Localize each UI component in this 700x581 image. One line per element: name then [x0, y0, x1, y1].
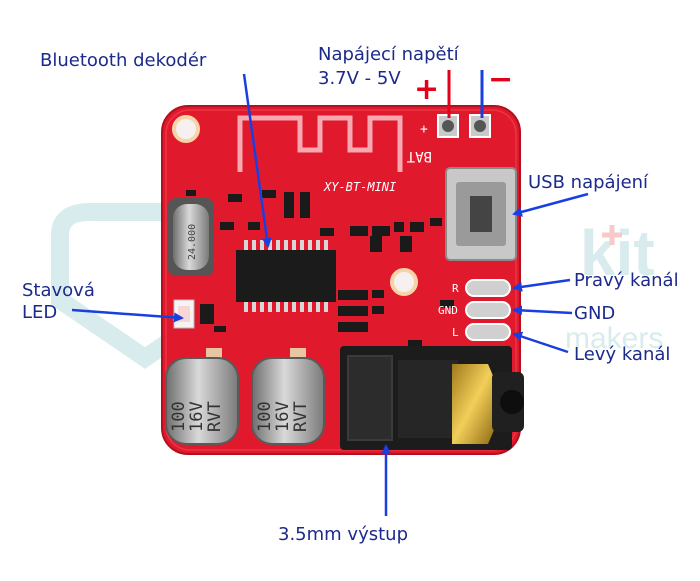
silk-bat-plus: +	[420, 122, 428, 137]
arrow-usb	[512, 192, 589, 217]
label-right-channel: Pravý kanál	[574, 270, 679, 291]
cap-2-line3: RVT	[291, 401, 311, 432]
arrow-status-led	[71, 308, 184, 323]
annotation-arrows	[71, 70, 589, 516]
cap-1-line3: RVT	[205, 401, 225, 432]
capacitor-1: 100 16V RVT	[165, 348, 239, 445]
label-gnd: GND	[574, 303, 616, 324]
cap-2-line1: 100	[255, 401, 275, 432]
mounting-hole	[390, 268, 418, 296]
cap-1-line1: 100	[169, 401, 189, 432]
plus-sign: +	[414, 72, 440, 107]
watermark-tagline: makers	[565, 322, 663, 355]
silk-pad-r: R	[452, 282, 459, 295]
arrow-bt-decoder	[242, 73, 272, 248]
watermark-brand: kit	[580, 217, 655, 289]
label-left-channel: Levý kanál	[574, 344, 671, 365]
arrow-right-channel	[512, 278, 571, 292]
pad-gnd	[465, 301, 511, 319]
minus-sign: −	[488, 62, 514, 97]
label-usb: USB napájení	[528, 172, 649, 193]
pad-left	[465, 323, 511, 341]
antenna-trace	[237, 115, 403, 172]
smd-components	[186, 190, 454, 350]
arrow-left-channel	[512, 331, 569, 354]
cap-2-line2: 16V	[273, 401, 293, 432]
label-status-led-line1: Stavová	[22, 280, 95, 301]
silk-pad-l: L	[452, 326, 459, 339]
label-supply-title: Napájecí napětí	[318, 44, 459, 65]
arrow-gnd	[512, 305, 573, 316]
capacitor-2: 100 16V RVT	[251, 348, 325, 445]
silk-bat: BAT	[406, 148, 432, 164]
audio-jack	[340, 346, 524, 450]
mounting-hole	[172, 115, 200, 143]
label-output: 3.5mm výstup	[278, 524, 408, 545]
decoder-chip	[236, 240, 336, 312]
pcb-board: + BAT XY-BT-MINI 24.000	[161, 105, 524, 455]
silk-model: XY-BT-MINI	[323, 180, 396, 194]
silk-pad-gnd: GND	[438, 304, 458, 317]
label-bt-decoder: Bluetooth dekodér	[40, 50, 207, 71]
crystal-label: 24.000	[187, 224, 198, 260]
label-supply-range: 3.7V - 5V	[318, 68, 401, 89]
pad-right	[465, 279, 511, 297]
cap-1-line2: 16V	[187, 401, 207, 432]
label-status-led-line2: LED	[22, 302, 58, 323]
usb-connector	[445, 167, 517, 261]
status-led	[173, 299, 214, 329]
